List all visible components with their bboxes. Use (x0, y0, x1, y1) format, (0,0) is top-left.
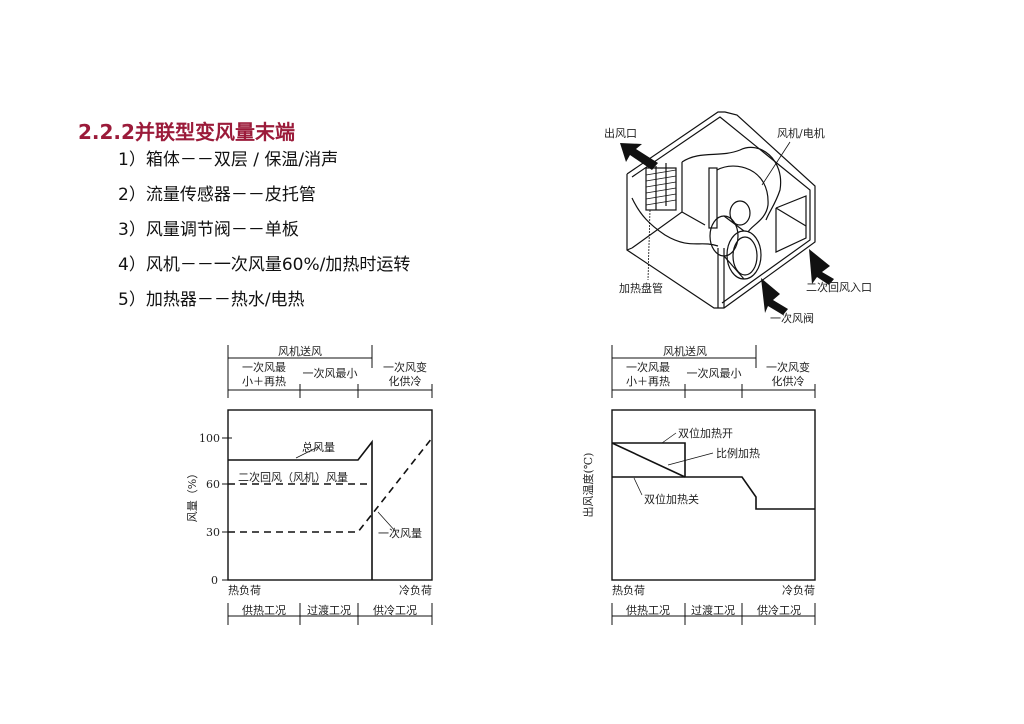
two-position-heat-off-line (612, 476, 815, 510)
list-item: 5）加热器－－热水/电热 (118, 290, 305, 310)
svg-text:风量（%）: 风量（%） (186, 468, 199, 522)
svg-text:供冷工况: 供冷工况 (757, 603, 801, 617)
primary-airflow-line (228, 437, 433, 533)
svg-text:化供冷: 化供冷 (389, 374, 422, 388)
svg-text:一次风变: 一次风变 (383, 360, 427, 374)
svg-text:化供冷: 化供冷 (772, 374, 805, 388)
svg-text:过渡工况: 过渡工况 (307, 603, 351, 617)
label-heating-coil: 加热盘管 (619, 281, 663, 295)
svg-text:一次风量: 一次风量 (378, 526, 422, 540)
svg-text:小＋再热: 小＋再热 (242, 375, 286, 388)
svg-text:冷负荷: 冷负荷 (782, 583, 815, 597)
svg-text:60: 60 (206, 478, 220, 491)
svg-text:小＋再热: 小＋再热 (626, 375, 670, 388)
label-secondary-inlet: 二次回风入口 (806, 280, 872, 294)
list-item: 1）箱体－－双层 / 保温/消声 (118, 150, 339, 170)
svg-text:过渡工况: 过渡工况 (691, 603, 735, 617)
svg-text:一次风最小: 一次风最小 (303, 366, 358, 380)
svg-text:30: 30 (206, 526, 220, 539)
svg-text:供热工况: 供热工况 (242, 603, 286, 617)
slide-title: 2.2.2并联型变风量末端 (78, 120, 295, 144)
total-airflow-line (228, 439, 373, 580)
svg-text:出风温度(℃): 出风温度(℃) (581, 453, 595, 518)
svg-text:一次风变: 一次风变 (766, 360, 810, 374)
svg-text:双位加热关: 双位加热关 (644, 492, 699, 506)
feature-list: 1）箱体－－双层 / 保温/消声 2）流量传感器－－皮托管 3）风量调节阀－－单… (118, 146, 410, 321)
svg-text:双位加热开: 双位加热开 (678, 426, 733, 440)
svg-text:冷负荷: 冷负荷 (399, 583, 432, 597)
list-item: 4）风机－－一次风量60%/加热时运转 (118, 255, 411, 275)
svg-text:一次风最小: 一次风最小 (687, 366, 742, 380)
svg-text:风机送风: 风机送风 (663, 344, 707, 358)
svg-text:一次风最: 一次风最 (626, 360, 670, 374)
svg-text:热负荷: 热负荷 (612, 583, 645, 597)
list-item: 3）风量调节阀－－单板 (118, 220, 299, 240)
svg-text:二次回风（风机）风量: 二次回风（风机）风量 (238, 470, 348, 484)
arrow-icon (620, 143, 834, 315)
svg-text:一次风最: 一次风最 (242, 360, 286, 374)
list-item: 2）流量传感器－－皮托管 (118, 185, 316, 205)
svg-text:热负荷: 热负荷 (228, 583, 261, 597)
two-position-heat-on-line (612, 442, 686, 477)
svg-text:比例加热: 比例加热 (716, 446, 760, 460)
svg-text:风机送风: 风机送风 (278, 344, 322, 358)
svg-text:0: 0 (211, 574, 218, 587)
label-primary-damper: 一次风阀 (770, 311, 814, 325)
label-outlet: 出风口 (604, 126, 637, 140)
svg-text:总风量: 总风量 (302, 440, 335, 454)
svg-text:供热工况: 供热工况 (626, 603, 670, 617)
label-fan-motor: 风机/电机 (777, 126, 825, 140)
svg-text:100: 100 (199, 432, 220, 445)
svg-text:供冷工况: 供冷工况 (373, 603, 417, 617)
proportional-heat-line (611, 442, 686, 478)
